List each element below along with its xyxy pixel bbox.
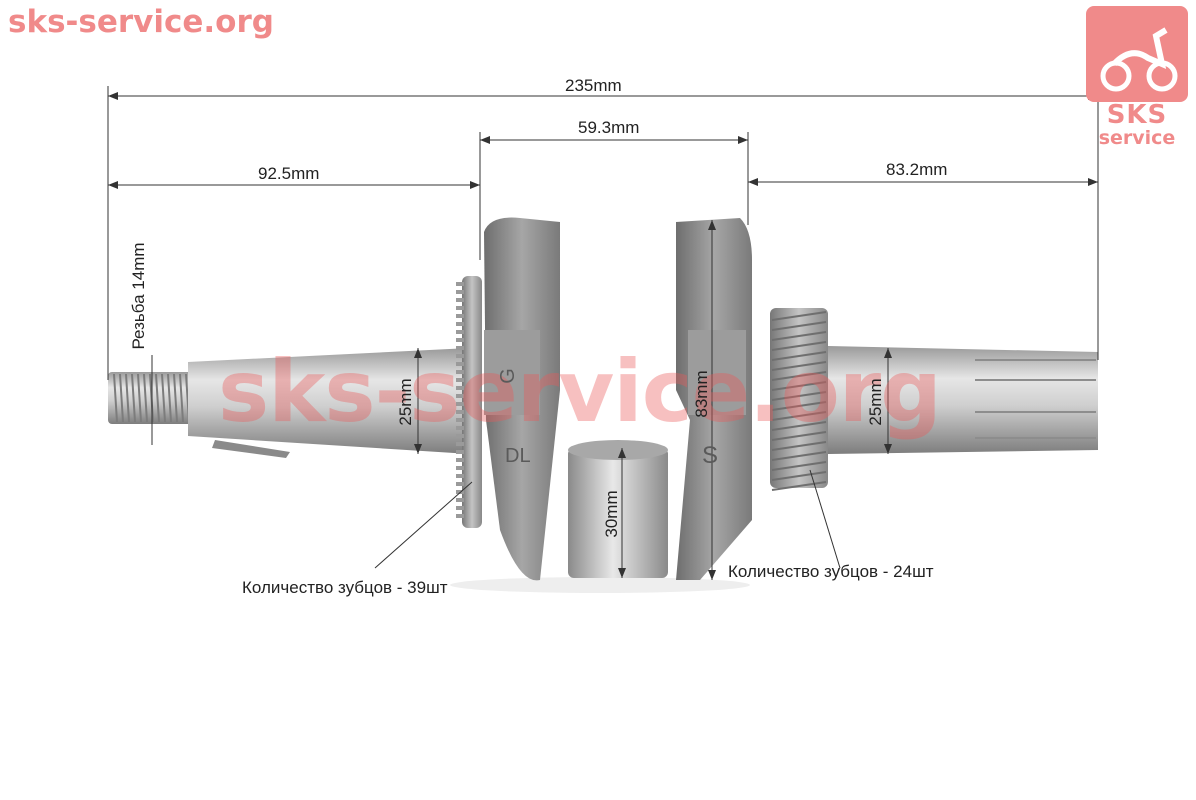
logo-text-sks: SKS	[1106, 100, 1168, 130]
left-web-marking: DL	[505, 445, 531, 467]
left-diameter-label: 25mm	[396, 378, 415, 426]
sks-logo: SKS service	[1086, 6, 1188, 149]
right-diameter-label: 25mm	[866, 378, 885, 426]
thread-label: Резьба 14mm	[129, 242, 148, 350]
left-gear-teeth-label: Количество зубцов - 39шт	[242, 578, 448, 597]
right-shaft-length-label: 83.2mm	[886, 160, 948, 179]
left-shaft	[188, 348, 470, 454]
site-watermark: sks-service.org	[8, 4, 274, 40]
right-shaft	[828, 346, 1098, 454]
right-web-marking: S	[702, 442, 719, 469]
right-shaft-splines	[975, 359, 1096, 439]
dimension-lines	[107, 86, 1099, 580]
crankpin	[568, 448, 668, 578]
dimension-arrows	[108, 92, 1098, 580]
left-gear	[456, 276, 482, 528]
right-web-boss	[688, 330, 746, 415]
logo-text-service: service	[1098, 127, 1176, 149]
shadow	[450, 577, 750, 593]
crankpin-diameter-label: 30mm	[602, 490, 621, 538]
crank-height-label: 83mm	[692, 370, 711, 418]
left-shaft-length-label: 92.5mm	[258, 164, 320, 183]
crank-width-label: 59.3mm	[578, 118, 640, 137]
right-gear-teeth-label: Количество зубцов - 24шт	[728, 562, 934, 581]
left-web-boss	[484, 330, 540, 415]
keyway-left	[212, 440, 290, 458]
threaded-end	[108, 372, 192, 424]
overall-length-label: 235mm	[565, 76, 622, 95]
right-gear	[770, 308, 828, 491]
scooter-icon	[1086, 6, 1188, 102]
center-watermark: sks-service.org	[218, 342, 942, 442]
left-web-number: G	[496, 368, 519, 384]
